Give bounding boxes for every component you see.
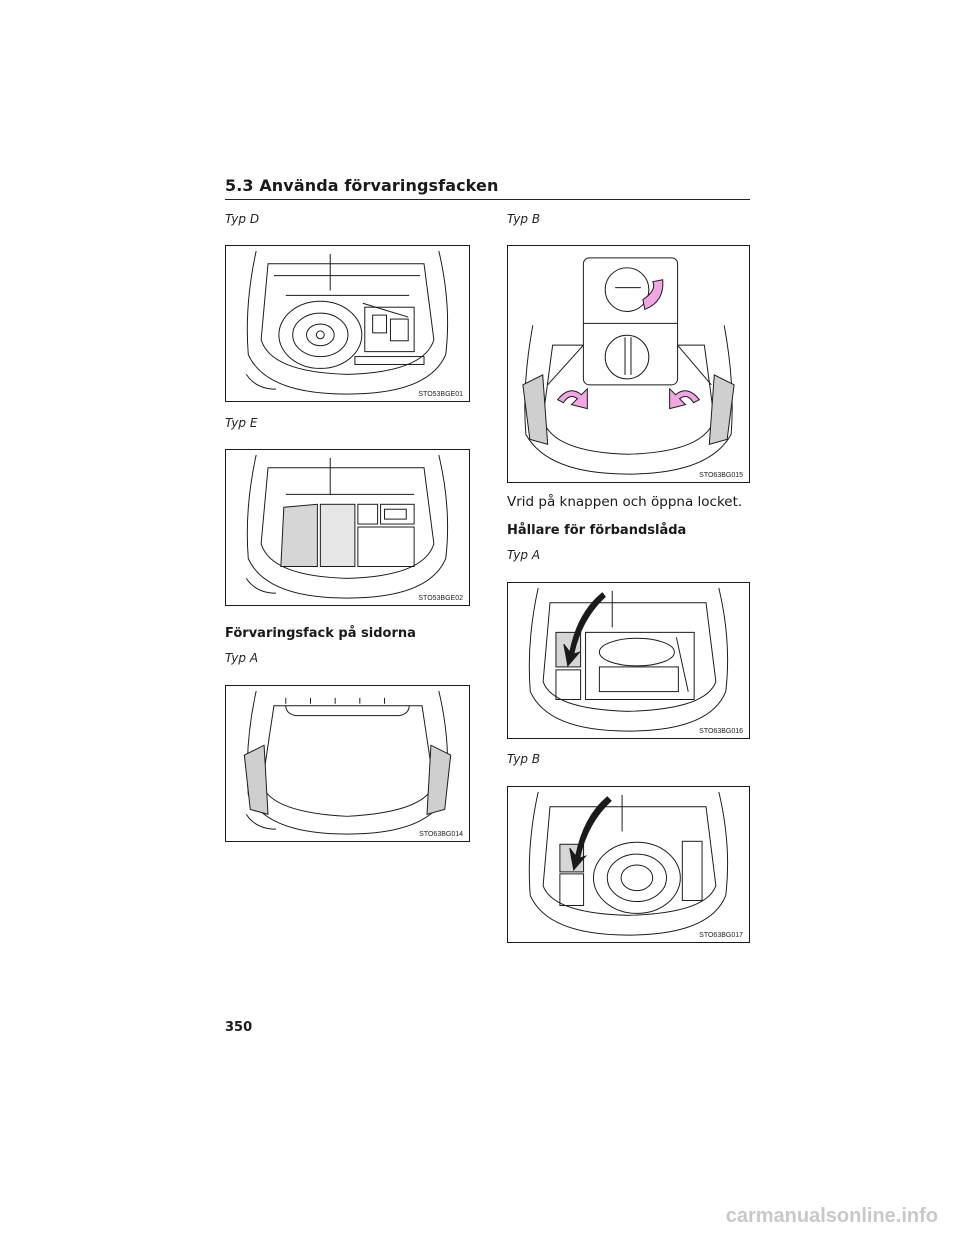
label-holder-typ-b: Typ B: [507, 752, 541, 766]
figure-code: STO63BG014: [419, 831, 463, 838]
figure-side-compartments-typ-a: STO63BG014: [225, 685, 470, 842]
figure-side-compartments-typ-b: STO63BG015: [507, 245, 750, 483]
watermark: carmanualsonline.info: [725, 1205, 938, 1227]
figure-trunk-typ-d: STO53BGE01: [225, 245, 470, 402]
section-title: 5.3 Använda förvaringsfacken: [225, 176, 499, 195]
instruction-text: Vrid på knappen och öppna locket.: [507, 494, 743, 510]
label-holder-typ-a: Typ A: [507, 548, 541, 562]
figure-first-aid-holder-typ-b: STO63BG017: [507, 786, 750, 943]
figure-code: STO63BG015: [699, 472, 743, 479]
first-aid-holder-heading: Hållare för förbandslåda: [507, 523, 687, 538]
figure-trunk-typ-e: STO53BGE02: [225, 449, 470, 606]
side-compartments-typ-a-illustration: [243, 690, 452, 835]
figure-code: STO63BG016: [699, 728, 743, 735]
first-aid-holder-typ-a-illustration: [528, 587, 729, 732]
trunk-typ-d-illustration: [245, 250, 449, 395]
figure-first-aid-holder-typ-a: STO63BG016: [507, 582, 750, 739]
figure-code: STO63BG017: [699, 932, 743, 939]
side-compartments-heading: Förvaringsfack på sidorna: [225, 626, 416, 641]
label-typ-e: Typ E: [225, 416, 258, 430]
label-typ-d: Typ D: [225, 212, 260, 226]
page-number: 350: [225, 1020, 253, 1035]
section-header: 5.3 Använda förvaringsfacken: [225, 176, 750, 200]
trunk-typ-e-illustration: [245, 454, 449, 599]
first-aid-holder-typ-b-illustration: [528, 791, 729, 936]
label-typ-b: Typ B: [507, 212, 541, 226]
label-typ-a: Typ A: [225, 651, 259, 665]
figure-code: STO53BGE02: [418, 595, 463, 602]
figure-code: STO53BGE01: [418, 391, 463, 398]
side-compartments-typ-b-illustration: [522, 257, 735, 475]
